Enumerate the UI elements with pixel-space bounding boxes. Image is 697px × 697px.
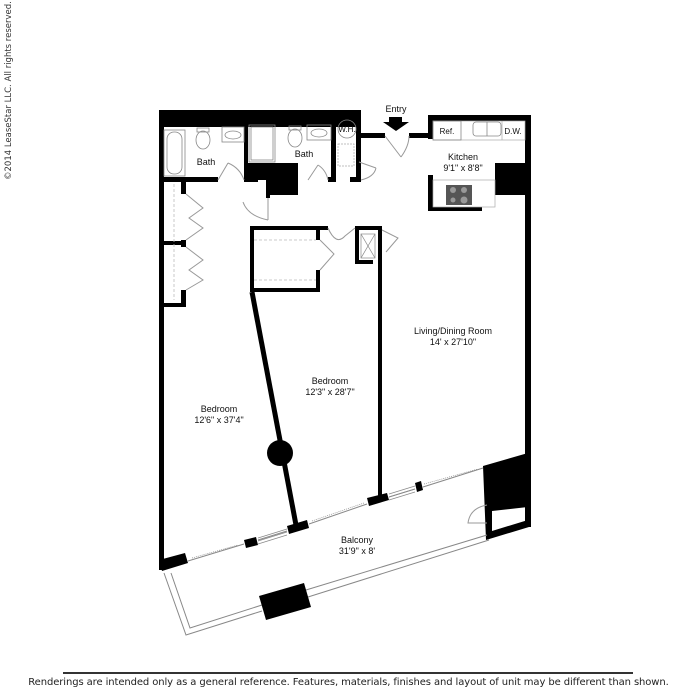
entry-arrow-icon [383,117,409,131]
closet-rods [173,184,316,300]
bathtub-icon [163,129,186,177]
wh-closet-door [358,161,377,181]
disclaimer: Renderings are intended only as a genera… [28,677,669,688]
doors[interactable] [185,135,488,524]
balcony-storage-door [467,504,488,524]
linen-closet-door [381,229,399,253]
linen-closet [360,233,376,259]
cooktop-icon [446,185,472,205]
refrigerator-icon [432,120,462,141]
closet-door-2 [185,246,204,291]
entry-label: Entry [385,104,407,114]
toilet-icon [287,128,303,148]
room-label-bath-1: Bath [197,157,216,167]
room-label-kitchen: Kitchen [448,152,478,162]
bedroom-2-closet-door [319,239,335,271]
bath-2-fixtures [287,124,332,148]
svg-text:D.W.: D.W. [504,127,521,136]
bath-1-door [217,162,245,181]
shower-icon [248,124,276,163]
room-dims-balcony: 31'9" x 8' [339,546,375,556]
interior-walls [162,115,482,548]
sink-icon [306,124,332,141]
footer-divider [63,672,633,674]
room-label-balcony: Balcony [341,535,374,545]
room-dims-bedroom-2: 12'3" x 28'7" [305,387,354,397]
balcony-outline [163,467,490,636]
bath-1-fixtures [163,126,245,177]
exterior-walls [159,110,531,571]
water-heater: W.H. [337,119,357,167]
room-label-bedroom-1: Bedroom [201,404,238,414]
closet-door-1 [185,193,204,241]
water-heater-icon [337,119,357,139]
entry-marker: Entry [383,104,409,131]
room-label-living: Living/Dining Room [414,326,492,336]
room-dims-kitchen: 9'1" x 8'8" [443,163,482,173]
room-label-bedroom-2: Bedroom [312,376,349,386]
svg-text:W.H.: W.H. [338,125,355,134]
bedroom-1-door [242,198,269,221]
bedroom-divider [249,291,299,526]
sink-icon [221,126,245,143]
kitchen-fixtures: Ref. D.W. [432,120,526,208]
window-hatch [191,468,479,559]
room-dims-living: 14' x 27'10" [430,337,476,347]
entry-door [384,135,410,158]
balcony-post [259,583,311,620]
bedroom-2-door [327,227,356,241]
bath-2-door [307,164,329,181]
svg-text:Ref.: Ref. [440,127,455,136]
toilet-icon [195,130,211,150]
room-dims-bedroom-1: 12'6" x 37'4" [194,415,243,425]
room-label-bath-2: Bath [295,149,314,159]
